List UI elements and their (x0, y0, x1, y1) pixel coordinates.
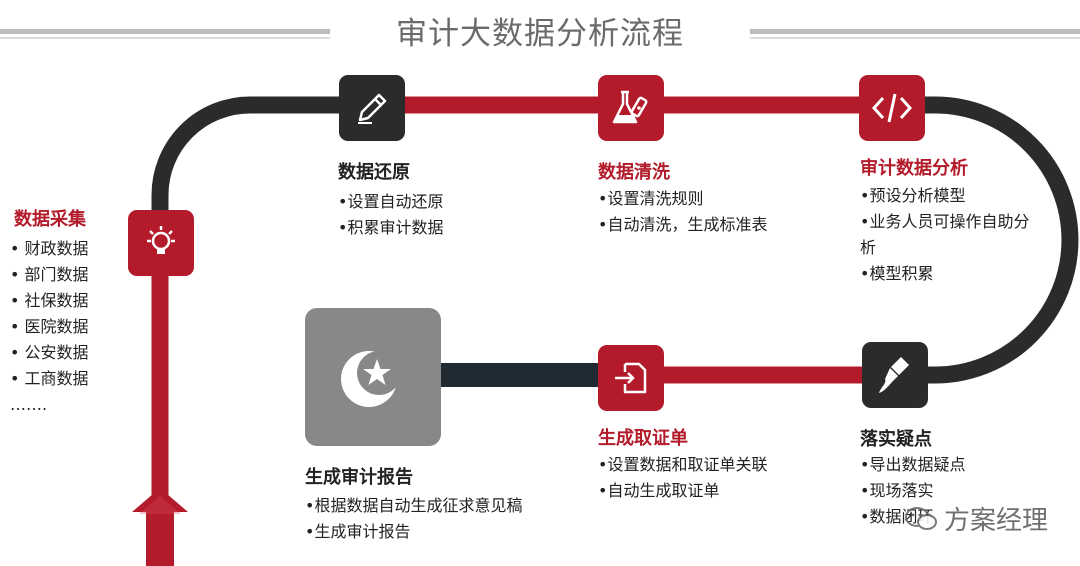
step-evidence-title: 生成取证单 (598, 428, 688, 449)
step-restore-title: 数据还原 (338, 162, 410, 183)
star-crescent-icon-box (305, 308, 441, 446)
code-icon (871, 93, 913, 123)
step-report-list: •根据数据自动生成征求意见稿 •生成审计报告 (305, 493, 522, 545)
list-item: • 部门数据 (10, 265, 89, 284)
watermark: 方案经理 (904, 500, 1048, 537)
list-item: • 医院数据 (10, 317, 89, 336)
list-item: •根据数据自动生成征求意见稿 (305, 496, 523, 515)
code-icon-box (859, 75, 925, 141)
title-rule-right-thin (690, 37, 1080, 39)
arrow-shaft (146, 512, 174, 566)
step-collect-list: • 财政数据 • 部门数据 • 社保数据 • 医院数据 • 公安数据 • 工商数… (10, 236, 89, 418)
title-rule-left-thin (0, 37, 350, 39)
arrow-highlight (139, 496, 181, 514)
list-item: •自动生成取证单 (598, 481, 720, 500)
list-item: •自动清洗，生成标准表 (598, 215, 768, 234)
star-crescent-icon (341, 351, 401, 407)
list-item: • 公安数据 (10, 343, 89, 362)
title-rule-left (0, 29, 350, 34)
title-rule-right (690, 29, 1080, 34)
step-clean-title: 数据清洗 (598, 162, 670, 183)
step-collect-title: 数据采集 (14, 209, 86, 230)
step-restore-list: •设置自动还原 •积累审计数据 (338, 189, 443, 241)
brush-icon-box (862, 342, 928, 408)
list-item: • 工商数据 (10, 369, 89, 388)
document-import-icon (615, 362, 647, 394)
list-item: •导出数据疑点 (860, 455, 966, 474)
step-verify-list: •导出数据疑点 •现场落实 •数据闭环 (860, 452, 965, 530)
title-bar: 审计大数据分析流程 (0, 0, 1080, 64)
pencil-icon (358, 93, 387, 124)
list-item: ……. (10, 395, 48, 414)
list-item: •预设分析模型 (860, 186, 966, 205)
document-import-icon-box (598, 345, 664, 411)
flask-icon (612, 90, 648, 124)
page-title: 审计大数据分析流程 (330, 8, 750, 53)
path-segment-dark-top (151, 96, 372, 235)
list-item: •设置数据和取证单关联 (598, 455, 768, 474)
step-clean-list: •设置清洗规则 •自动清洗，生成标准表 (598, 186, 767, 238)
list-item: •积累审计数据 (338, 218, 444, 237)
brush-icon (879, 357, 909, 393)
list-item: •设置自动还原 (338, 192, 444, 211)
path-segment-dark-right (892, 96, 1079, 384)
lightbulb-icon (147, 226, 175, 254)
step-analyze-title: 审计数据分析 (860, 158, 968, 179)
list-item: •业务人员可操作自助分析 (860, 212, 1030, 257)
step-evidence-list: •设置数据和取证单关联 •自动生成取证单 (598, 452, 767, 504)
watermark-text: 方案经理 (943, 506, 1048, 536)
lightbulb-icon-box (128, 210, 194, 276)
list-item: •设置清洗规则 (598, 189, 704, 208)
flask-icon-box (598, 75, 664, 141)
pencil-icon-box (339, 75, 405, 141)
list-item: • 财政数据 (10, 239, 89, 258)
list-item: •数据闭环 (860, 507, 934, 526)
step-verify-title: 落实疑点 (860, 429, 932, 450)
list-item: •生成审计报告 (305, 522, 411, 541)
up-arrow-icon (132, 488, 188, 512)
step-report-title: 生成审计报告 (305, 467, 413, 488)
list-item: •模型积累 (860, 264, 934, 283)
wechat-logo-icon (904, 506, 937, 530)
step-analyze-list: •预设分析模型 •业务人员可操作自助分析 •模型积累 (860, 183, 1040, 287)
list-item: •现场落实 (860, 481, 934, 500)
list-item: • 社保数据 (10, 291, 89, 310)
